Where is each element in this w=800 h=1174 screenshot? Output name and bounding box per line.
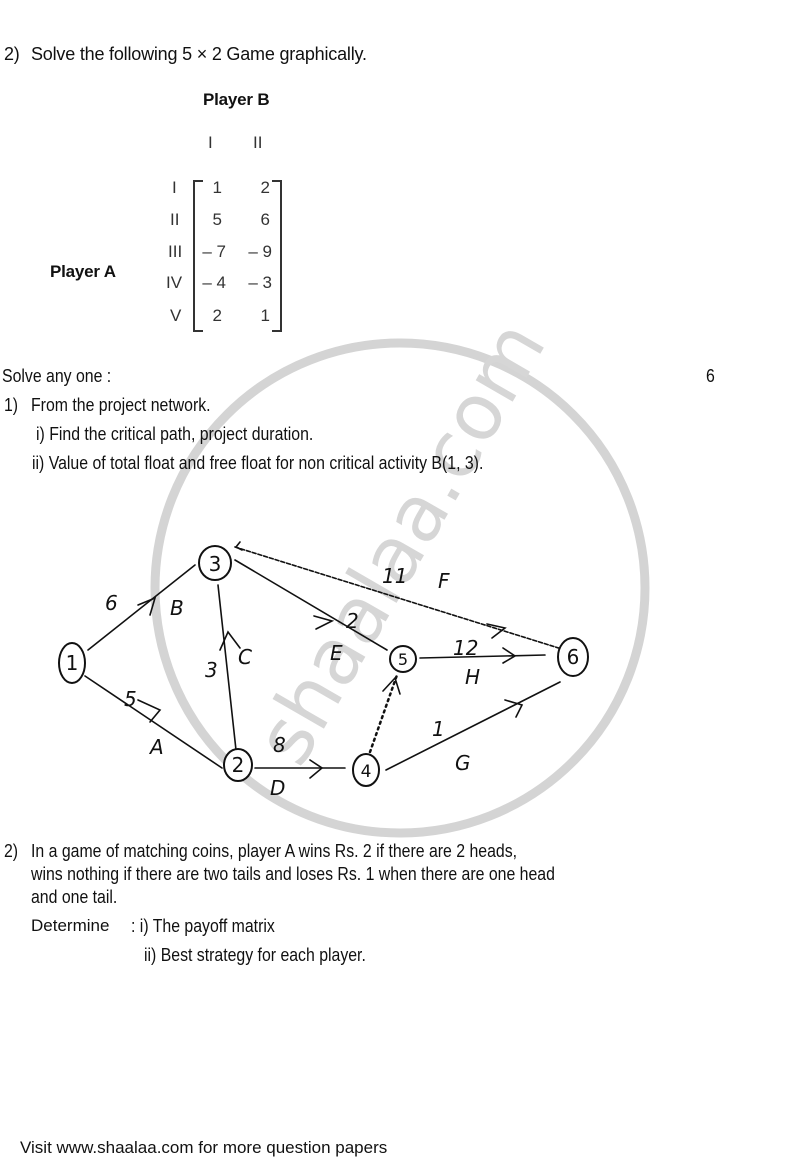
- sub-question: : i) The payoff matrix: [131, 916, 275, 936]
- question-number: 1): [4, 395, 19, 415]
- question-text-line: In a game of matching coins, player A wi…: [31, 841, 518, 861]
- svg-text:8: 8: [273, 733, 286, 757]
- svg-text:E: E: [330, 641, 343, 665]
- matrix-cell: 5: [212, 210, 222, 229]
- project-network-diagram: 1 2 3 4 5 6 6 B 5 A 3 C 8 D 2 E 11 F 12 …: [58, 541, 589, 800]
- matrix-cell: – 4: [202, 273, 226, 292]
- question-number: 2): [4, 44, 20, 64]
- matrix-cell: 2: [212, 306, 222, 325]
- player-a-label: Player A: [50, 262, 116, 281]
- svg-text:11: 11: [382, 564, 407, 588]
- question-number: 2): [4, 841, 19, 861]
- svg-text:2: 2: [232, 753, 245, 777]
- svg-text:A: A: [148, 735, 164, 759]
- svg-text:6: 6: [567, 645, 580, 669]
- section-heading: Solve any one :: [2, 366, 112, 386]
- svg-text:H: H: [465, 665, 480, 689]
- column-header: I: [208, 133, 213, 152]
- sub-question: i) Find the critical path, project durat…: [36, 424, 314, 444]
- matrix-cell: – 9: [248, 242, 272, 261]
- matrix-cell: 1: [260, 306, 270, 325]
- matrix-cell: 1: [212, 178, 222, 197]
- node-1: [58, 642, 86, 684]
- svg-text:D: D: [270, 776, 285, 800]
- svg-text:G: G: [455, 751, 471, 775]
- svg-text:1: 1: [432, 717, 445, 741]
- svg-text:2: 2: [346, 609, 359, 633]
- matrix-cell: – 3: [248, 273, 272, 292]
- node-2: [223, 748, 253, 782]
- node-4: [352, 753, 380, 787]
- matrix-bracket-right: [272, 180, 282, 332]
- node-6: [557, 637, 589, 677]
- node-3: [198, 545, 232, 581]
- node-5: [389, 645, 417, 673]
- svg-text:12: 12: [453, 636, 478, 660]
- footer-text: Visit www.shaalaa.com for more question …: [20, 1138, 388, 1157]
- svg-text:1: 1: [66, 651, 79, 675]
- svg-text:F: F: [438, 569, 450, 593]
- section-marks: 6: [706, 366, 715, 386]
- matrix-bracket-left: [193, 180, 203, 332]
- svg-text:C: C: [238, 645, 252, 669]
- svg-text:3: 3: [205, 658, 218, 682]
- player-b-label: Player B: [203, 90, 270, 109]
- sub-question: ii) Value of total float and free float …: [32, 453, 484, 473]
- question-text: From the project network.: [31, 395, 211, 415]
- svg-text:3: 3: [209, 552, 222, 576]
- column-header: II: [253, 133, 263, 152]
- sub-question: ii) Best strategy for each player.: [144, 945, 366, 965]
- matrix-cell: – 7: [202, 242, 226, 261]
- row-label: IV: [166, 273, 183, 292]
- row-label: I: [172, 178, 177, 197]
- question-text-line: and one tail.: [31, 887, 118, 907]
- question-text-line: wins nothing if there are two tails and …: [31, 864, 555, 884]
- question-text: Solve the following 5 × 2 Game graphical…: [31, 44, 367, 64]
- svg-text:B: B: [170, 596, 184, 620]
- matrix-cell: 6: [260, 210, 270, 229]
- determine-label: Determine: [31, 916, 110, 935]
- svg-text:6: 6: [105, 591, 118, 615]
- row-label: V: [170, 306, 182, 325]
- row-label: III: [168, 242, 183, 261]
- matrix-cell: 2: [260, 178, 270, 197]
- row-label: II: [170, 210, 180, 229]
- svg-text:4: 4: [361, 762, 372, 782]
- svg-text:5: 5: [398, 650, 408, 669]
- svg-text:5: 5: [124, 687, 137, 711]
